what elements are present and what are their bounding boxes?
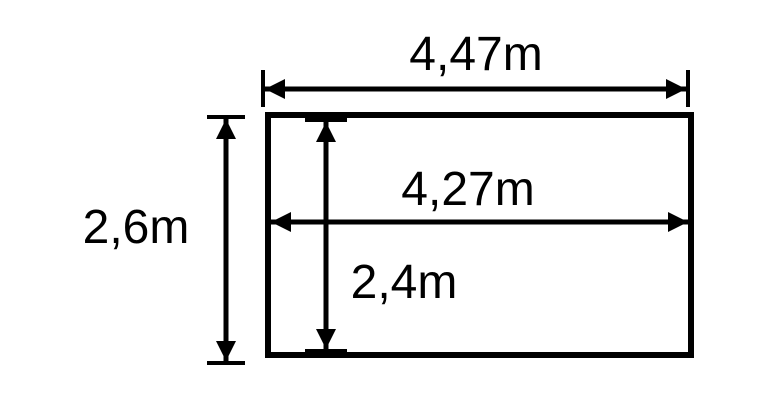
inner-width-label: 4,27m — [401, 163, 534, 216]
inner-width-dimension: 4,27m — [271, 163, 688, 232]
room-outline — [265, 112, 694, 358]
inner-height-label: 2,4m — [351, 256, 458, 309]
outer-width-label: 4,47m — [409, 28, 542, 81]
inner-height-dimension: 2,4m — [305, 118, 458, 353]
outer-height-dimension: 2,6m — [83, 115, 245, 365]
outer-height-label: 2,6m — [83, 201, 190, 254]
outer-width-dimension: 4,47m — [261, 28, 690, 107]
